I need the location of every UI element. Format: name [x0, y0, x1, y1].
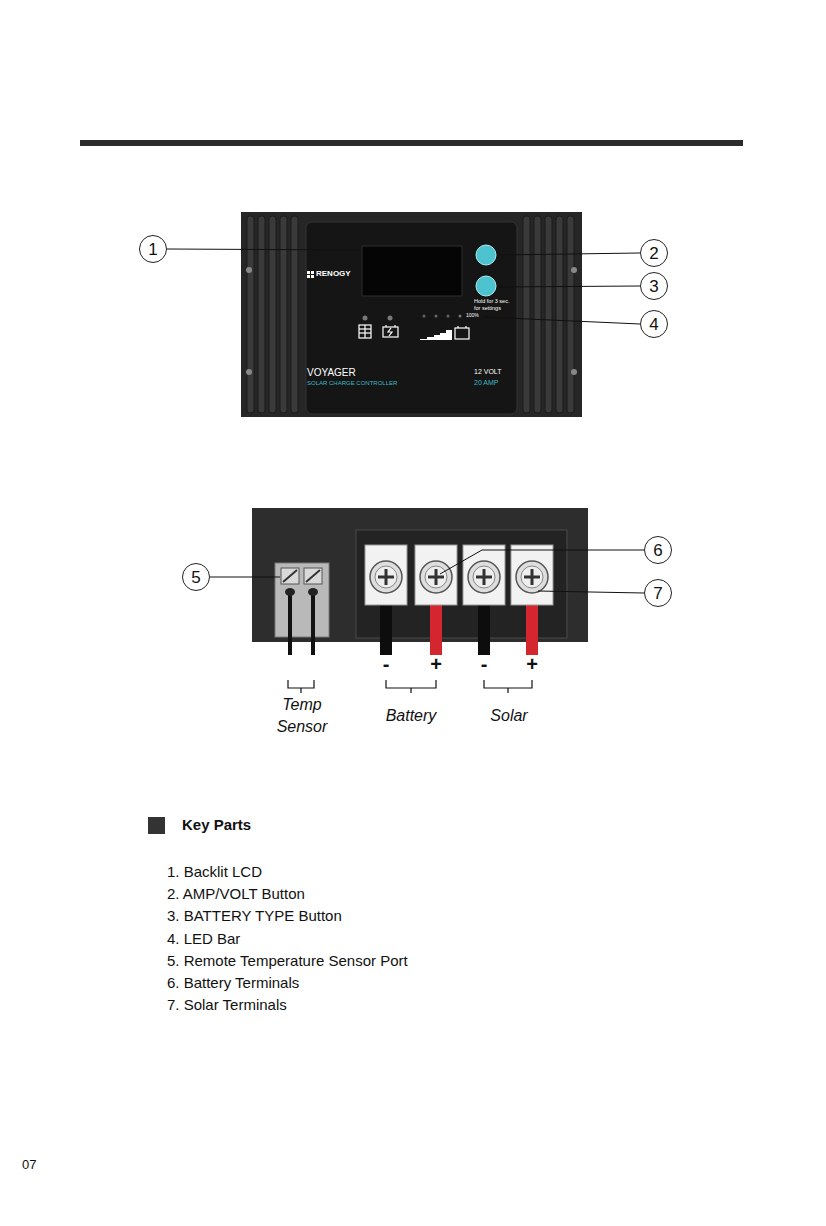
controller-front: [241, 212, 582, 417]
callout-circle: 6: [644, 536, 672, 564]
part-list-item: 1. Backlit LCD: [167, 863, 262, 881]
button-hint: Hold for 3 sec. for settings: [474, 298, 514, 311]
battery-type-button: [476, 276, 496, 296]
part-list-item: 6. Battery Terminals: [167, 974, 299, 992]
brand-logo: RENOGY: [316, 269, 351, 279]
callout-number: 3: [649, 278, 658, 295]
page-number: 07: [22, 1157, 36, 1173]
terminal-label: Battery: [386, 706, 437, 725]
callout-number: 5: [191, 569, 200, 586]
callout-number: 4: [649, 316, 658, 333]
callout-number: 2: [649, 245, 658, 262]
terminal-block: [252, 508, 588, 655]
product-name: VOYAGER: [307, 367, 356, 379]
voltage-rating: 12 VOLT: [474, 368, 502, 376]
polarity-mark: +: [526, 652, 538, 676]
callout-number: 6: [653, 542, 662, 559]
product-type: SOLAR CHARGE CONTROLLER: [307, 380, 397, 387]
led-level: 100%: [466, 312, 479, 318]
callout-circle: 3: [640, 272, 668, 300]
current-rating: 20 AMP: [474, 379, 499, 387]
part-list-item: 3. BATTERY TYPE Button: [167, 907, 342, 925]
terminal-label: Solar: [490, 706, 527, 725]
heading-square: [148, 817, 165, 834]
top-rule: [80, 140, 743, 146]
polarity-mark: -: [481, 652, 488, 676]
section-heading: Key Parts: [182, 816, 251, 834]
part-list-item: 2. AMP/VOLT Button: [167, 885, 305, 903]
part-list-item: 4. LED Bar: [167, 930, 240, 948]
callout-number: 7: [653, 585, 662, 602]
callout-circle: 2: [640, 239, 668, 267]
led-bar: [423, 315, 462, 318]
callout-circle: 1: [139, 235, 167, 263]
part-list-item: 5. Remote Temperature Sensor Port: [167, 952, 408, 970]
callout-number: 1: [148, 241, 157, 258]
leader-lines: [167, 249, 644, 593]
part-list-item: 7. Solar Terminals: [167, 996, 287, 1014]
brackets: [288, 680, 532, 693]
callout-circle: 7: [644, 579, 672, 607]
backlit-lcd: [362, 246, 462, 296]
callout-circle: 5: [182, 563, 210, 591]
temp-sensor-port: [275, 563, 329, 637]
terminal-label: Temp Sensor: [272, 694, 332, 737]
polarity-mark: +: [430, 652, 442, 676]
amp-volt-button: [476, 245, 496, 265]
callout-circle: 4: [640, 310, 668, 338]
polarity-mark: -: [383, 652, 390, 676]
